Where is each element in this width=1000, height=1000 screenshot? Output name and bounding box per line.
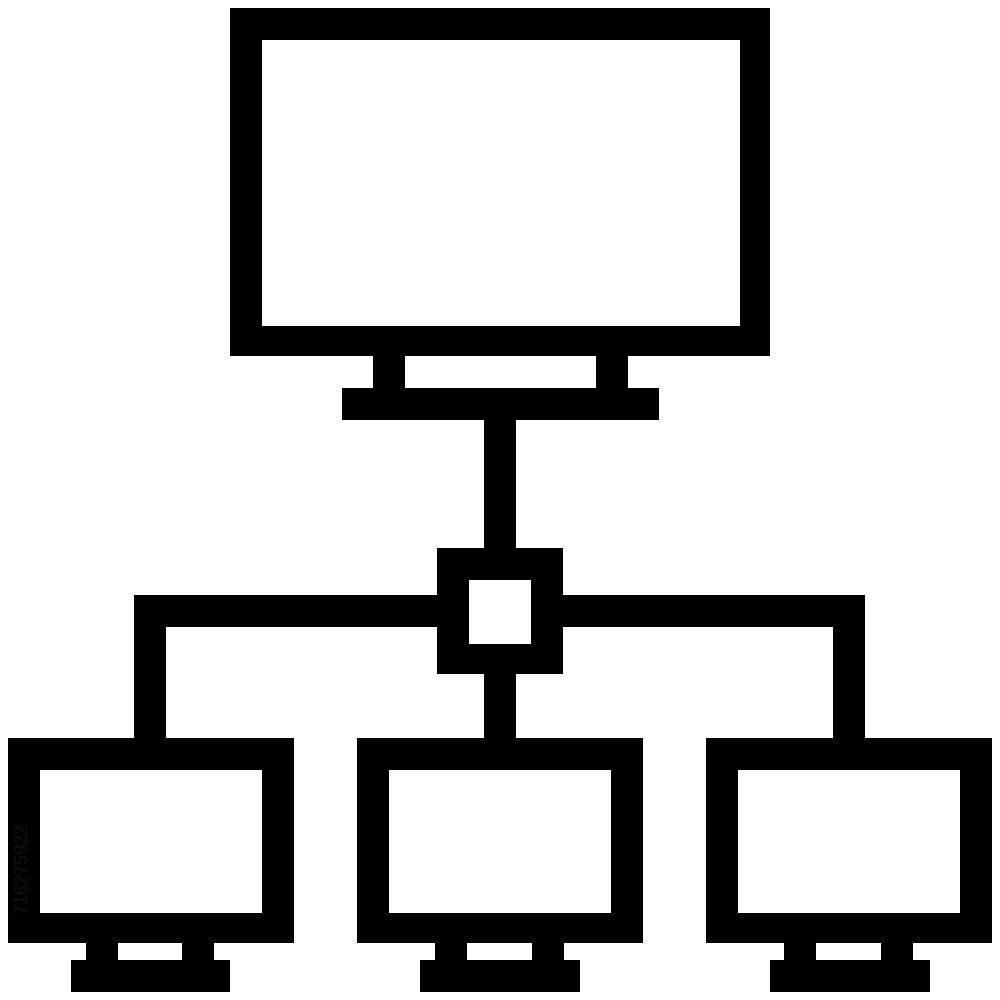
drop-line-right <box>833 595 865 738</box>
client-monitor-right-neck-a <box>784 943 816 961</box>
client-monitor-right-neck-b <box>881 943 913 961</box>
client-monitor-right-stand <box>770 960 930 992</box>
drop-line-center <box>484 674 516 738</box>
main-monitor-neck-left <box>373 356 405 390</box>
main-monitor-icon <box>230 8 770 420</box>
drop-line-left <box>134 595 166 738</box>
branch-line-left <box>134 595 437 627</box>
client-monitor-right-screen <box>706 738 992 943</box>
client-monitor-center-stand <box>420 960 580 992</box>
client-monitor-left-screen <box>8 738 294 943</box>
watermark-id-text: 716275922 <box>11 824 31 915</box>
uplink-line <box>484 420 516 548</box>
client-monitor-center-screen <box>357 738 643 943</box>
client-monitor-left-stand <box>71 960 230 992</box>
client-monitor-left-icon <box>8 738 294 992</box>
client-monitor-center-icon <box>357 738 643 992</box>
client-monitor-left-neck-a <box>86 943 118 961</box>
main-monitor-neck-right <box>596 356 628 390</box>
client-monitor-left-neck-b <box>182 943 214 961</box>
client-monitor-center-neck-b <box>532 943 564 961</box>
client-monitor-center-neck-a <box>435 943 467 961</box>
main-monitor-screen <box>230 8 770 356</box>
hub-switch-icon <box>437 548 563 674</box>
client-monitor-right-icon <box>706 738 992 992</box>
main-monitor-stand <box>342 388 659 420</box>
branch-line-right <box>563 595 865 627</box>
